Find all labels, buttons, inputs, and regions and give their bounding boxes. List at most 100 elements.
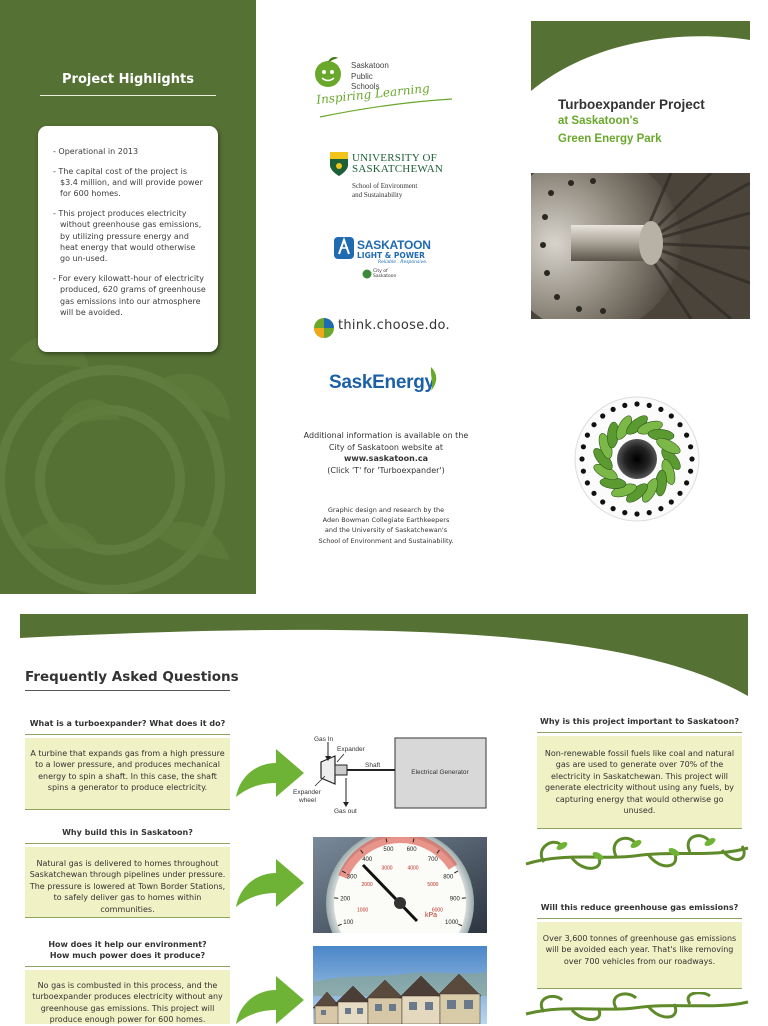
- rotor-bolt: [585, 480, 590, 485]
- faq-question: Why is this project important to Saskato…: [537, 717, 742, 726]
- gauge-tick-label: 100: [343, 920, 354, 926]
- usask-school-name: School of Environment and Sustainability: [352, 182, 417, 199]
- rotor-bolt: [688, 444, 693, 449]
- faq-answer: A turbine that expands gas from a high p…: [25, 738, 230, 809]
- gauge-tick-label: 600: [407, 847, 418, 853]
- rotor-bolt: [591, 422, 596, 427]
- city-of-saskatoon-logo: City of Saskatoon: [373, 269, 396, 279]
- gauge-tick-label: 300: [347, 874, 358, 880]
- expander-wheel-label-2: wheel: [298, 797, 317, 804]
- turboexpander-diagram: Gas In Expander Shaft Electrical Generat…: [287, 732, 489, 816]
- faq-answer: Natural gas is delivered to homes throug…: [25, 847, 230, 917]
- slp-logo-name: SASKATOON: [357, 238, 431, 252]
- rotor-bolt: [684, 433, 689, 438]
- rotor-bolt: [581, 469, 586, 474]
- apple-icon: [312, 56, 352, 90]
- green-arrow-icon: [234, 972, 306, 1024]
- rotor-bolt: [634, 401, 639, 406]
- rotor-bolt: [585, 433, 590, 438]
- title-banner: [531, 21, 750, 91]
- rotor-bolt: [647, 510, 652, 515]
- faq-question: What is a turboexpander? What does it do…: [25, 719, 230, 728]
- generator-label: Electrical Generator: [411, 769, 469, 776]
- highlights-title: Project Highlights: [40, 72, 216, 87]
- gauge-tick-label: 200: [340, 897, 351, 903]
- rotor-bolt: [611, 506, 616, 511]
- rotor-bolt: [600, 413, 605, 418]
- rotor-bolt: [591, 491, 596, 496]
- think-choose-do-icon: [313, 317, 335, 339]
- rotor-bolt: [647, 403, 652, 408]
- city-logo-icon: [362, 269, 372, 279]
- green-arrow-icon: [234, 855, 306, 915]
- gauge-unit: kPa: [425, 912, 437, 919]
- gauge-tick-label: 700: [428, 857, 439, 863]
- gauge-tick-label: 800: [443, 874, 454, 880]
- question-divider: [25, 734, 230, 735]
- gauge-tick-label: 500: [383, 847, 394, 853]
- rotor-bolt: [658, 407, 663, 412]
- gas-out-label: Gas out: [334, 808, 357, 815]
- highlight-item: - The capital cost of the project is $3.…: [53, 166, 206, 200]
- faq-question: How does it help our environment? How mu…: [25, 939, 230, 961]
- rotor-bolt: [669, 499, 674, 504]
- highlight-item: - This project produces electricity with…: [53, 208, 206, 264]
- shaft-label: Shaft: [365, 762, 380, 769]
- gauge-inner-tick-label: 4000: [407, 865, 418, 871]
- question-divider: [25, 843, 230, 844]
- turboexpander-photo: [531, 173, 750, 319]
- project-title: Turboexpander Project: [558, 97, 705, 112]
- rotor-bolt: [677, 422, 682, 427]
- gauge-inner-tick-label: 3000: [381, 865, 392, 871]
- saskenergy-logo: SaskEnergy: [329, 372, 435, 394]
- rotor-bolt: [579, 456, 584, 461]
- highlight-item: - For every kilowatt-hour of electricity…: [53, 273, 206, 318]
- rotor-bolt: [658, 506, 663, 511]
- tagline-swoosh-icon: [318, 97, 454, 121]
- rotor-bolt: [634, 511, 639, 516]
- faq-title: Frequently Asked Questions: [25, 669, 239, 685]
- houses-photo: [313, 946, 487, 1024]
- faq-question: Why build this in Saskatoon?: [25, 828, 230, 837]
- flame-icon: [422, 366, 440, 392]
- slp-logo-icon: [333, 236, 355, 260]
- gauge-inner-tick-label: 5000: [427, 882, 438, 888]
- additional-info: Additional information is available on t…: [278, 430, 494, 476]
- highlight-item: - Operational in 2013: [53, 146, 206, 157]
- answer-divider: [537, 828, 742, 829]
- rotor-bolt: [622, 403, 627, 408]
- rotor-bolt: [669, 413, 674, 418]
- rotor-bolt: [677, 491, 682, 496]
- design-credit: Graphic design and research by the Aden …: [278, 505, 494, 546]
- highlights-divider: [40, 95, 216, 96]
- answer-divider: [537, 988, 742, 989]
- vine-ornament-icon: [524, 992, 750, 1024]
- question-divider: [25, 966, 230, 967]
- faq-answer: No gas is combusted in this process, and…: [25, 970, 230, 1024]
- rotor-bolt: [622, 510, 627, 515]
- turbine-rotor-graphic: [569, 394, 705, 524]
- rotor-bolt: [611, 407, 616, 412]
- expander-label: Expander: [337, 746, 366, 753]
- gauge-inner-tick-label: 1000: [357, 908, 368, 914]
- gauge-tick-label: 1000: [445, 920, 459, 926]
- faq-answer: Non-renewable fossil fuels like coal and…: [537, 736, 742, 828]
- vine-ornament-icon: [524, 830, 750, 882]
- slp-logo-sub: LIGHT & POWER: [357, 251, 425, 260]
- faq-answer: Over 3,600 tonnes of greenhouse gas emis…: [537, 922, 742, 988]
- gauge-tick-label: 400: [362, 857, 373, 863]
- faq-divider: [25, 690, 230, 691]
- usask-logo: UNIVERSITY OF SASKATCHEWAN: [352, 153, 443, 175]
- rotor-bolt: [684, 480, 689, 485]
- rotor-bolt: [689, 456, 694, 461]
- question-divider: [537, 732, 742, 733]
- gas-in-label: Gas In: [314, 736, 334, 743]
- project-subtitle-1: at Saskatoon's: [558, 115, 639, 127]
- usask-crest-icon: [329, 151, 349, 177]
- faq-question: Will this reduce greenhouse gas emission…: [537, 903, 742, 912]
- rotor-bolt: [600, 499, 605, 504]
- expander-wheel-label-1: Expander: [293, 789, 322, 796]
- think-choose-do-logo: think.choose.do.: [338, 318, 450, 333]
- website-link[interactable]: www.saskatoon.ca: [278, 453, 494, 465]
